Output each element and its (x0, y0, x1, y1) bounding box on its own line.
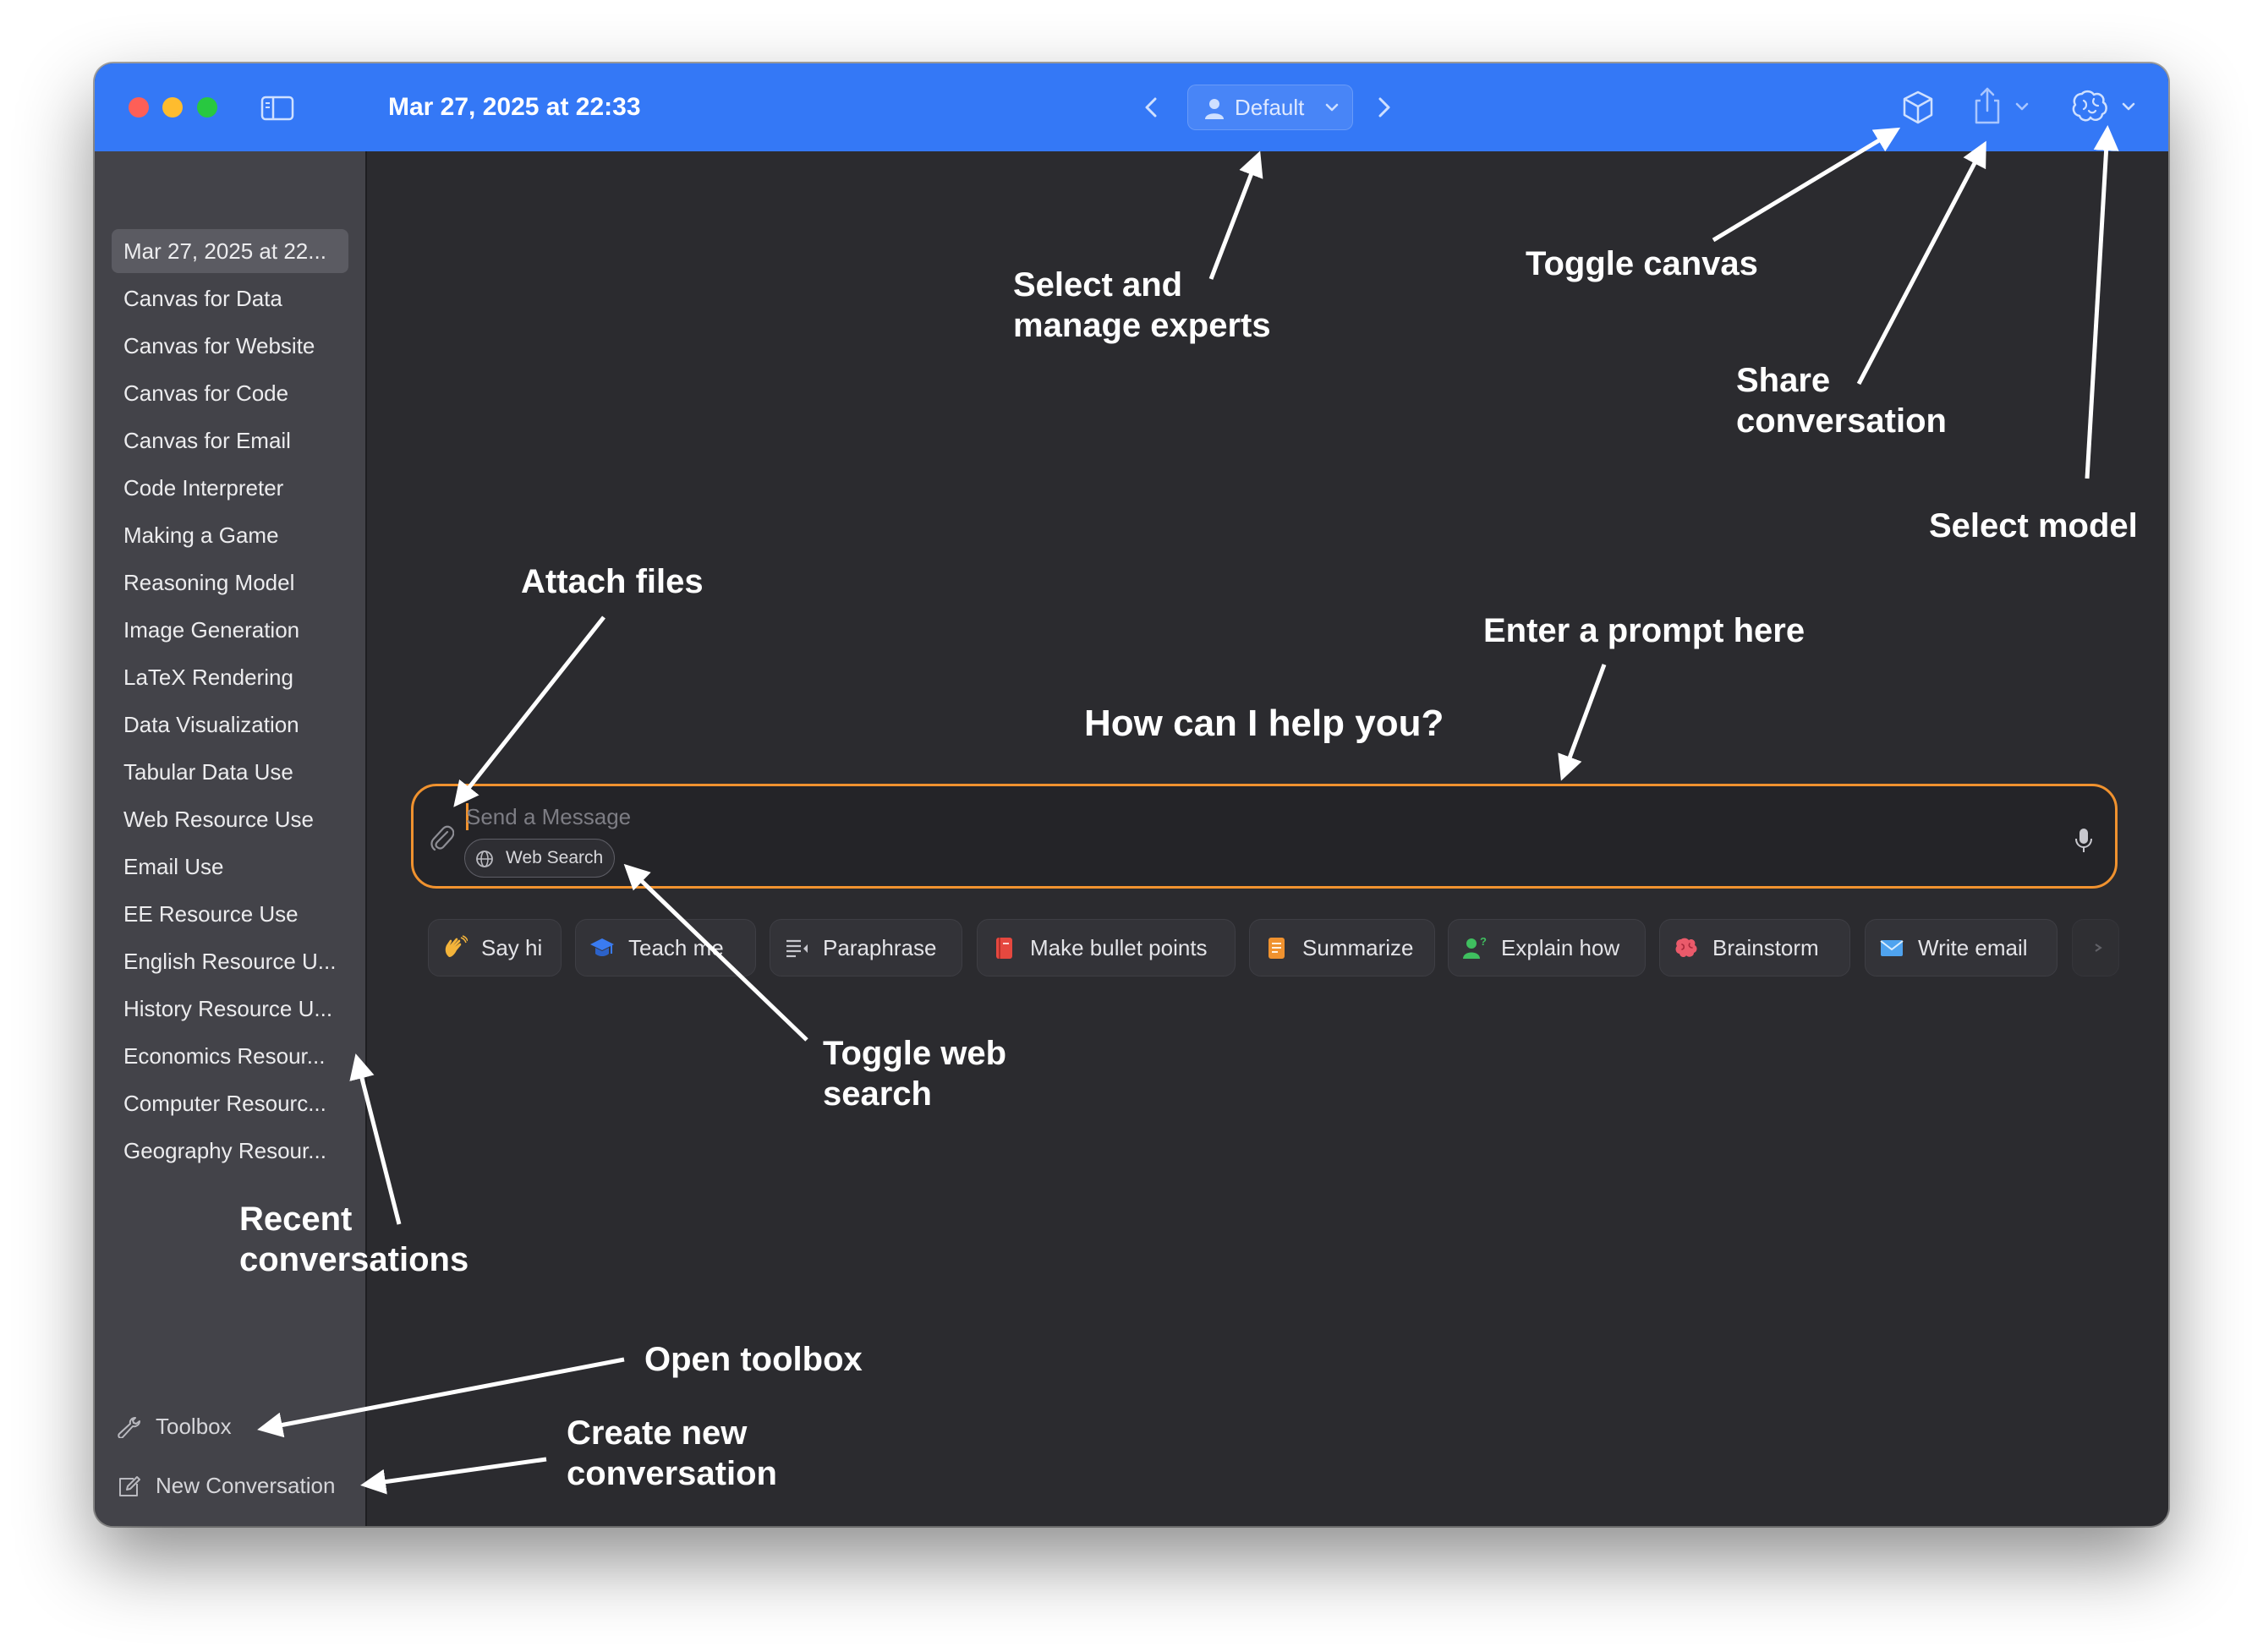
share-icon (1975, 87, 2000, 124)
annotation-select-experts: Select and manage experts (1013, 266, 1271, 344)
brain-model-icon (2072, 90, 2107, 122)
paperclip-icon[interactable] (429, 823, 454, 852)
svg-text:?: ? (1480, 935, 1487, 948)
annotation-create-new-conversation: Create new conversation (567, 1414, 777, 1492)
sidebar: Mar 27, 2025 at 22... Canvas for Data Ca… (95, 151, 367, 1526)
quick-prompt-label: Write email (1918, 935, 2028, 960)
model-selector[interactable] (2070, 87, 2141, 128)
web-search-toggle[interactable]: Web Search (464, 839, 615, 878)
conversation-item[interactable]: Reasoning Model (123, 570, 295, 595)
annotation-attach-files: Attach files (521, 563, 704, 600)
chevron-down-icon (1325, 103, 1339, 112)
web-search-label: Web Search (506, 848, 604, 867)
minimize-window-button[interactable] (162, 97, 183, 118)
share-button[interactable] (1972, 85, 2040, 128)
conversation-item[interactable]: Image Generation (123, 617, 300, 643)
conversation-title: Mar 27, 2025 at 22:33 (388, 93, 641, 121)
prompt-box: Web Search (411, 784, 2118, 889)
quick-prompt-explain-how[interactable]: ? Explain how (1448, 919, 1646, 976)
quick-prompt-summarize[interactable]: Summarize (1249, 919, 1435, 976)
annotation-select-model: Select model (1929, 507, 2138, 544)
conversation-item[interactable]: Code Interpreter (123, 475, 284, 501)
brain-icon (1675, 938, 1697, 958)
quick-prompt-paraphrase[interactable]: Paraphrase (770, 919, 962, 976)
conversation-item[interactable]: EE Resource Use (123, 901, 299, 927)
conversation-item[interactable]: English Resource U... (123, 949, 337, 974)
globe-icon (476, 851, 493, 867)
quick-prompt-brainstorm[interactable]: Brainstorm (1659, 919, 1850, 976)
toolbox-button[interactable]: Toolbox (117, 1409, 337, 1443)
quick-prompt-teach-me[interactable]: Teach me (575, 919, 756, 976)
quick-prompt-label: Summarize (1302, 935, 1414, 960)
conversation-item[interactable]: Economics Resour... (123, 1043, 326, 1069)
message-input[interactable] (466, 798, 1988, 835)
paraphrase-lines-icon (786, 939, 808, 958)
person-icon (1205, 99, 1224, 119)
chevron-down-icon (2015, 102, 2029, 111)
quick-prompt-label: Make bullet points (1030, 935, 1208, 960)
quick-prompt-label: Explain how (1501, 935, 1620, 960)
conversation-item[interactable]: Data Visualization (123, 712, 299, 737)
conversation-item[interactable]: Canvas for Email (123, 428, 291, 453)
zoom-window-button[interactable] (197, 97, 217, 118)
greeting-heading: How can I help you? (1084, 703, 1444, 744)
expert-name: Default (1235, 95, 1305, 120)
quick-prompt-label: Say hi (481, 935, 543, 960)
chevron-down-icon (2122, 102, 2135, 111)
new-conversation-button[interactable]: New Conversation (117, 1469, 370, 1502)
graduation-cap-icon (590, 938, 614, 956)
expert-selector[interactable]: Default (1187, 85, 1353, 130)
annotation-open-toolbox: Open toolbox (644, 1341, 863, 1378)
wrench-icon (118, 1417, 140, 1438)
conversation-item[interactable]: Email Use (123, 854, 224, 879)
toolbox-label: Toolbox (156, 1414, 232, 1439)
conversation-item[interactable]: Tabular Data Use (123, 759, 293, 785)
more-prompts-icon (2095, 944, 2102, 952)
chevron-left-icon[interactable] (1138, 94, 1165, 121)
quick-prompt-more[interactable] (2072, 919, 2119, 976)
envelope-icon (1880, 940, 1904, 956)
conversation-item[interactable]: Computer Resourc... (123, 1091, 326, 1116)
conversation-item[interactable]: Canvas for Website (123, 333, 315, 358)
conversation-item[interactable]: History Resource U... (123, 996, 333, 1021)
annotation-recent-conversations: Recent conversations (239, 1201, 469, 1278)
quick-prompt-label: Brainstorm (1712, 935, 1819, 960)
close-window-button[interactable] (129, 97, 149, 118)
canvas-cube-icon[interactable] (1901, 89, 1935, 126)
chevron-right-icon[interactable] (1370, 94, 1397, 121)
title-bar: Mar 27, 2025 at 22:33 Default (95, 63, 2168, 151)
person-question-icon: ? (1463, 935, 1487, 959)
quick-prompt-make-bullet-points[interactable]: Make bullet points (977, 919, 1236, 976)
annotation-toggle-web-search: Toggle web search (823, 1035, 1007, 1113)
conversation-item[interactable]: LaTeX Rendering (123, 665, 293, 690)
conversation-item[interactable]: Web Resource Use (123, 807, 314, 832)
quick-prompt-label: Teach me (628, 935, 724, 960)
conversation-item[interactable]: Mar 27, 2025 at 22... (112, 229, 348, 273)
compose-icon (119, 1476, 140, 1496)
sidebar-toggle-icon[interactable] (260, 96, 294, 121)
red-notebook-icon (996, 938, 1012, 959)
microphone-icon[interactable] (2074, 827, 2093, 854)
annotation-enter-prompt: Enter a prompt here (1483, 612, 1805, 649)
annotation-share-conversation: Share conversation (1736, 362, 1947, 440)
conversation-item[interactable]: Geography Resour... (123, 1138, 326, 1163)
quick-prompt-say-hi[interactable]: Say hi (428, 919, 562, 976)
conversation-item[interactable]: Making a Game (123, 522, 279, 548)
conversation-item[interactable]: Canvas for Code (123, 380, 289, 406)
annotation-toggle-canvas: Toggle canvas (1526, 245, 1758, 282)
waving-hand-icon (445, 935, 468, 957)
new-conversation-label: New Conversation (156, 1473, 336, 1498)
orange-document-icon (1268, 938, 1285, 959)
conversation-item[interactable]: Canvas for Data (123, 286, 282, 311)
quick-prompt-write-email[interactable]: Write email (1865, 919, 2058, 976)
quick-prompt-label: Paraphrase (823, 935, 937, 960)
